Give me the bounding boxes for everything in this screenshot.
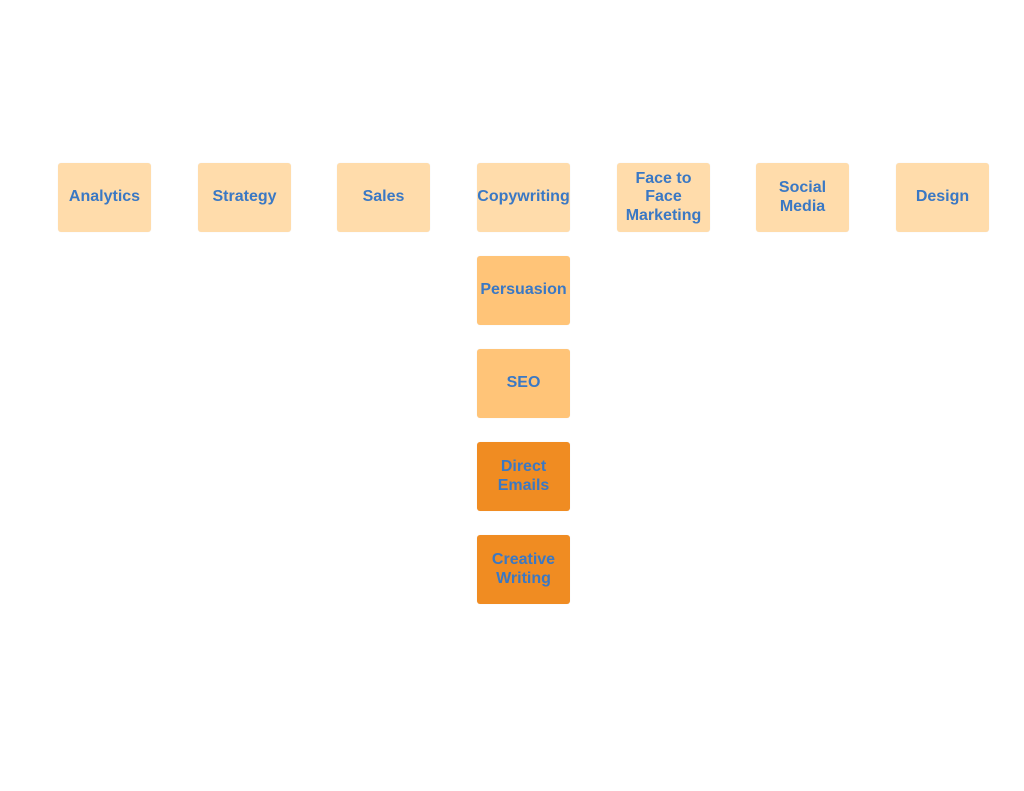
skill-box-strategy: Strategy (198, 163, 291, 232)
skill-box-analytics: Analytics (58, 163, 151, 232)
skill-box-direct-emails: Direct Emails (477, 442, 570, 511)
skill-box-social-media: Social Media (756, 163, 849, 232)
skill-box-design: Design (896, 163, 989, 232)
skill-label: Design (915, 188, 970, 206)
skill-label: Social Media (778, 179, 827, 215)
skill-box-seo: SEO (477, 349, 570, 418)
skill-label: Sales (362, 188, 405, 206)
skill-label: SEO (506, 374, 541, 392)
skill-label: Direct Emails (497, 458, 550, 494)
skill-label: Persuasion (480, 281, 567, 299)
skill-box-copywriting: Copywriting (477, 163, 570, 232)
skill-label: Copywriting (477, 188, 570, 206)
skill-box-creative-writing: Creative Writing (477, 535, 570, 604)
skill-label: Strategy (212, 188, 277, 206)
skill-label: Creative Writing (491, 551, 556, 587)
skill-label: Face to Face Marketing (625, 169, 702, 224)
skill-box-face-to-face-marketing: Face to Face Marketing (617, 163, 710, 232)
skill-box-sales: Sales (337, 163, 430, 232)
skill-label: Analytics (68, 188, 141, 206)
skill-box-persuasion: Persuasion (477, 256, 570, 325)
